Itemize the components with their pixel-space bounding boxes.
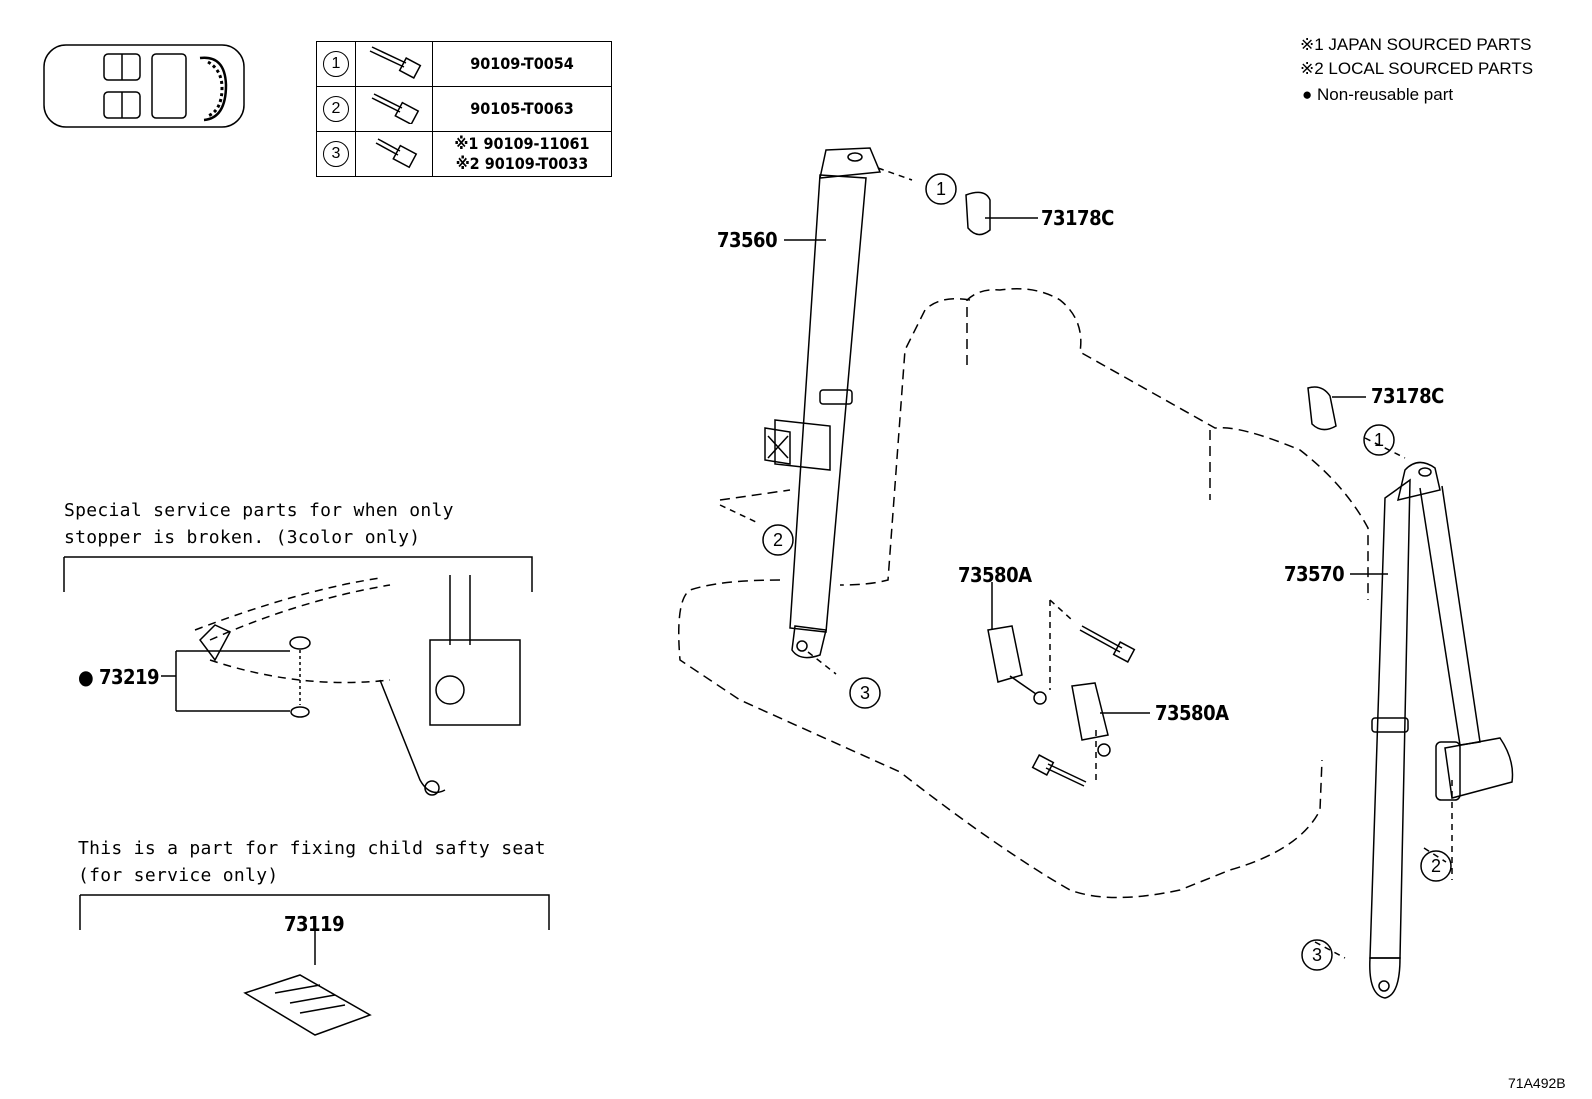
vehicle-locator-icon [43, 44, 245, 128]
callout-3-right: 3 [1312, 945, 1322, 965]
bolt-row: 3 ※1 90109-11061 ※2 90109-T0033 [316, 131, 612, 177]
legend-local: ※2 LOCAL SOURCED PARTS [1300, 59, 1534, 78]
special-service-note-line2: stopper is broken. (3color only) [64, 527, 421, 548]
child-seat-inset [79, 894, 550, 1036]
part-label-73119[interactable]: 73119 [284, 912, 345, 936]
bolt-part-number: ※2 90109-T0033 [455, 154, 589, 173]
part-label-73560[interactable]: 73560 [717, 228, 778, 252]
legend-japan: ※1 JAPAN SOURCED PARTS [1300, 35, 1532, 54]
callout-3: 3 [860, 683, 870, 703]
part-label-73570[interactable]: 73570 [1284, 562, 1345, 586]
callout-1: 1 [936, 179, 946, 199]
diagram-code: 71A492B [1508, 1075, 1566, 1091]
bolt-part-number: ※1 90109-11061 [454, 134, 590, 153]
bolt-table: 1 90109-T0054 2 90105-T0063 3 ※1 90109-1… [316, 41, 612, 177]
special-service-note-line1: Special service parts for when only [64, 500, 454, 521]
part-label-73178c-right[interactable]: 73178C [1371, 384, 1444, 408]
bolt-upper [1079, 625, 1136, 663]
nonreusable-mark: ● [1302, 85, 1313, 104]
bolt-icon [369, 46, 422, 79]
bolt-icon [375, 138, 418, 169]
rear-seat-outline [678, 288, 1369, 899]
bolt-row: 2 90105-T0063 [316, 86, 612, 132]
bolt-ref: 3 [323, 141, 349, 167]
part-label-73219[interactable]: ● 73219 [78, 665, 160, 689]
bolt-part-number: 90109-T0054 [470, 54, 574, 73]
nonreusable-mark: ● [78, 665, 94, 689]
belt-cover-top [965, 191, 991, 236]
part-label-73580a-lower[interactable]: 73580A [1155, 701, 1229, 725]
legend-nonreusable: ● Non-reusable part [1302, 85, 1453, 105]
child-seat-note-line1: This is a part for fixing child safty se… [78, 838, 546, 859]
left-seatbelt-assembly [764, 147, 882, 659]
stopper-inset [63, 556, 533, 796]
nonreusable-text: Non-reusable part [1317, 85, 1454, 104]
callout-2-right: 2 [1431, 856, 1441, 876]
part-label-73178c-top[interactable]: 73178C [1041, 206, 1114, 230]
bolt-icon [371, 93, 420, 126]
callout-2: 2 [773, 530, 783, 550]
bolt-ref: 2 [323, 96, 349, 122]
buckle-upper [987, 625, 1047, 705]
child-seat-note-line2: (for service only) [78, 865, 279, 886]
bolt-row: 1 90109-T0054 [316, 41, 612, 87]
part-label-73580a-upper[interactable]: 73580A [958, 563, 1032, 587]
belt-cover-right [1307, 386, 1337, 431]
right-seatbelt-assembly [1369, 461, 1514, 999]
bolt-ref: 1 [323, 51, 349, 77]
bolt-part-number: 90105-T0063 [470, 99, 574, 118]
callout-1-right: 1 [1374, 430, 1384, 450]
stopper-part-number[interactable]: 73219 [98, 665, 160, 689]
bolt-lower [1031, 754, 1087, 787]
buckle-lower [1071, 682, 1111, 757]
